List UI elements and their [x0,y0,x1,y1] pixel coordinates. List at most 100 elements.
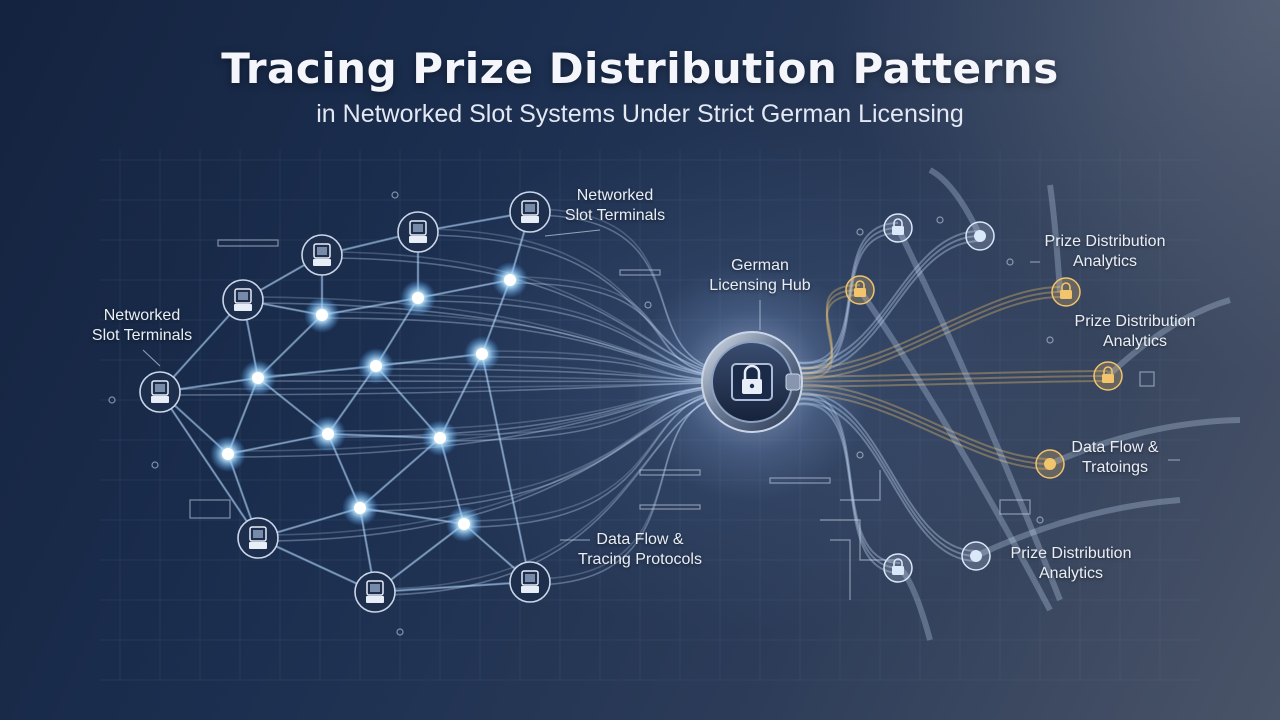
mesh-edge [480,353,532,583]
slot-terminal-icon [509,561,551,603]
deco-dot [856,451,864,459]
glow-core [504,274,516,286]
glow-core [322,428,334,440]
terminal-display [525,204,535,212]
label-terminals-top-line1: Networked [576,187,654,204]
page-title: Tracing Prize Distribution Patterns [221,44,1059,93]
mesh-edge [257,364,377,380]
padlock-icon [1093,361,1123,391]
label-terminals-top: Networked Slot Terminals [545,186,685,226]
terminal-base [521,586,539,593]
fiber-tail [1105,297,1231,379]
fiber-tail [928,167,983,238]
slot-terminal-icon [301,234,343,276]
padlock-icon [1051,277,1081,307]
label-terminals-left-line1: Networked [103,307,181,324]
label-data-flow-left-line1: Data Flow & [596,531,684,548]
output-padlocks [845,213,1123,583]
label-terminals-top-line2: Slot Terminals [564,207,666,224]
padlock-icon [845,275,875,305]
glow-core [316,309,328,321]
glow-core [354,502,366,514]
deco-panel [217,239,279,247]
terminal-display [253,530,263,538]
label-data-flow-right-line2: Tratoings [1081,459,1149,476]
glow-core [434,432,446,444]
output-node [1035,449,1065,479]
deco-dot [1046,336,1054,344]
circuit-trace [820,519,900,561]
label-terminals-left-line2: Slot Terminals [91,327,193,344]
terminal-display [525,574,535,582]
fiber-tail [1048,417,1241,467]
mesh-edge-core [159,391,259,539]
terminal-display [370,584,380,592]
padlock-icon [883,213,913,243]
padlock-shackle [893,558,903,566]
label-analytics-2-line1: Prize Distribution [1074,313,1196,330]
label-hub: German Licensing Hub [690,256,830,296]
label-data-flow-right: Data Flow & Tratoings [1055,438,1175,478]
label-hub-line1: German [731,257,789,274]
label-data-flow-left: Data Flow & Tracing Protocols [560,530,720,570]
terminal-screen [521,200,539,216]
slot-terminal-nodes [139,191,551,613]
terminal-base [234,304,252,311]
label-data-flow-right-line1: Data Flow & [1071,439,1159,456]
mesh-edge [374,580,531,594]
label-data-flow-left-line2: Tracing Protocols [578,551,702,568]
padlock-body [854,288,866,297]
vault-dial [785,373,801,391]
label-analytics-2-line2: Analytics [1102,333,1168,350]
decorative-glyphs [108,191,1155,636]
label-analytics-1: Prize Distribution Analytics [1030,232,1180,272]
terminal-display [238,292,248,300]
terminal-base [521,216,539,223]
glow-core [222,448,234,460]
terminal-screen [409,220,427,236]
terminal-screen [366,580,384,596]
glow-core [370,360,382,372]
mesh-edge [327,432,441,440]
mesh-edge-core [257,537,376,593]
fiber-tail [857,288,1053,612]
padlock-body [1102,374,1114,383]
slot-terminal-icon [222,279,264,321]
mesh-edge-core [327,433,441,439]
output-node [961,541,991,571]
deco-dot [856,228,864,236]
padlock-shackle [855,280,865,288]
label-terminals-left: Networked Slot Terminals [72,306,212,346]
output-dot [974,230,986,242]
deco-dot [391,191,399,199]
label-analytics-1-line2: Analytics [1072,253,1138,270]
deco-dot [108,396,116,404]
terminal-base [151,396,169,403]
fiber-tail [1047,184,1063,293]
terminal-screen [151,380,169,396]
licensing-hub [632,262,872,502]
deco-panel [619,269,661,276]
glow-core [476,348,488,360]
mesh-edge-core [374,581,531,593]
label-analytics-3: Prize Distribution Analytics [996,544,1146,584]
deco-dot [396,628,404,636]
glow-core [252,372,264,384]
padlock-body [1060,290,1072,299]
padlock-icon [883,553,913,583]
fiber-tail [974,497,1181,559]
padlock-body [892,226,904,235]
glow-core [412,292,424,304]
circuit-trace [830,539,851,600]
deco-dot [1006,258,1014,266]
slot-terminal-icon [509,191,551,233]
terminal-screen [249,526,267,542]
glow-core [458,518,470,530]
terminal-screen [521,570,539,586]
mesh-edge [257,536,376,594]
deco-panel [639,504,701,510]
deco-panel [999,499,1031,515]
label-analytics-2: Prize Distribution Analytics [1060,312,1210,352]
